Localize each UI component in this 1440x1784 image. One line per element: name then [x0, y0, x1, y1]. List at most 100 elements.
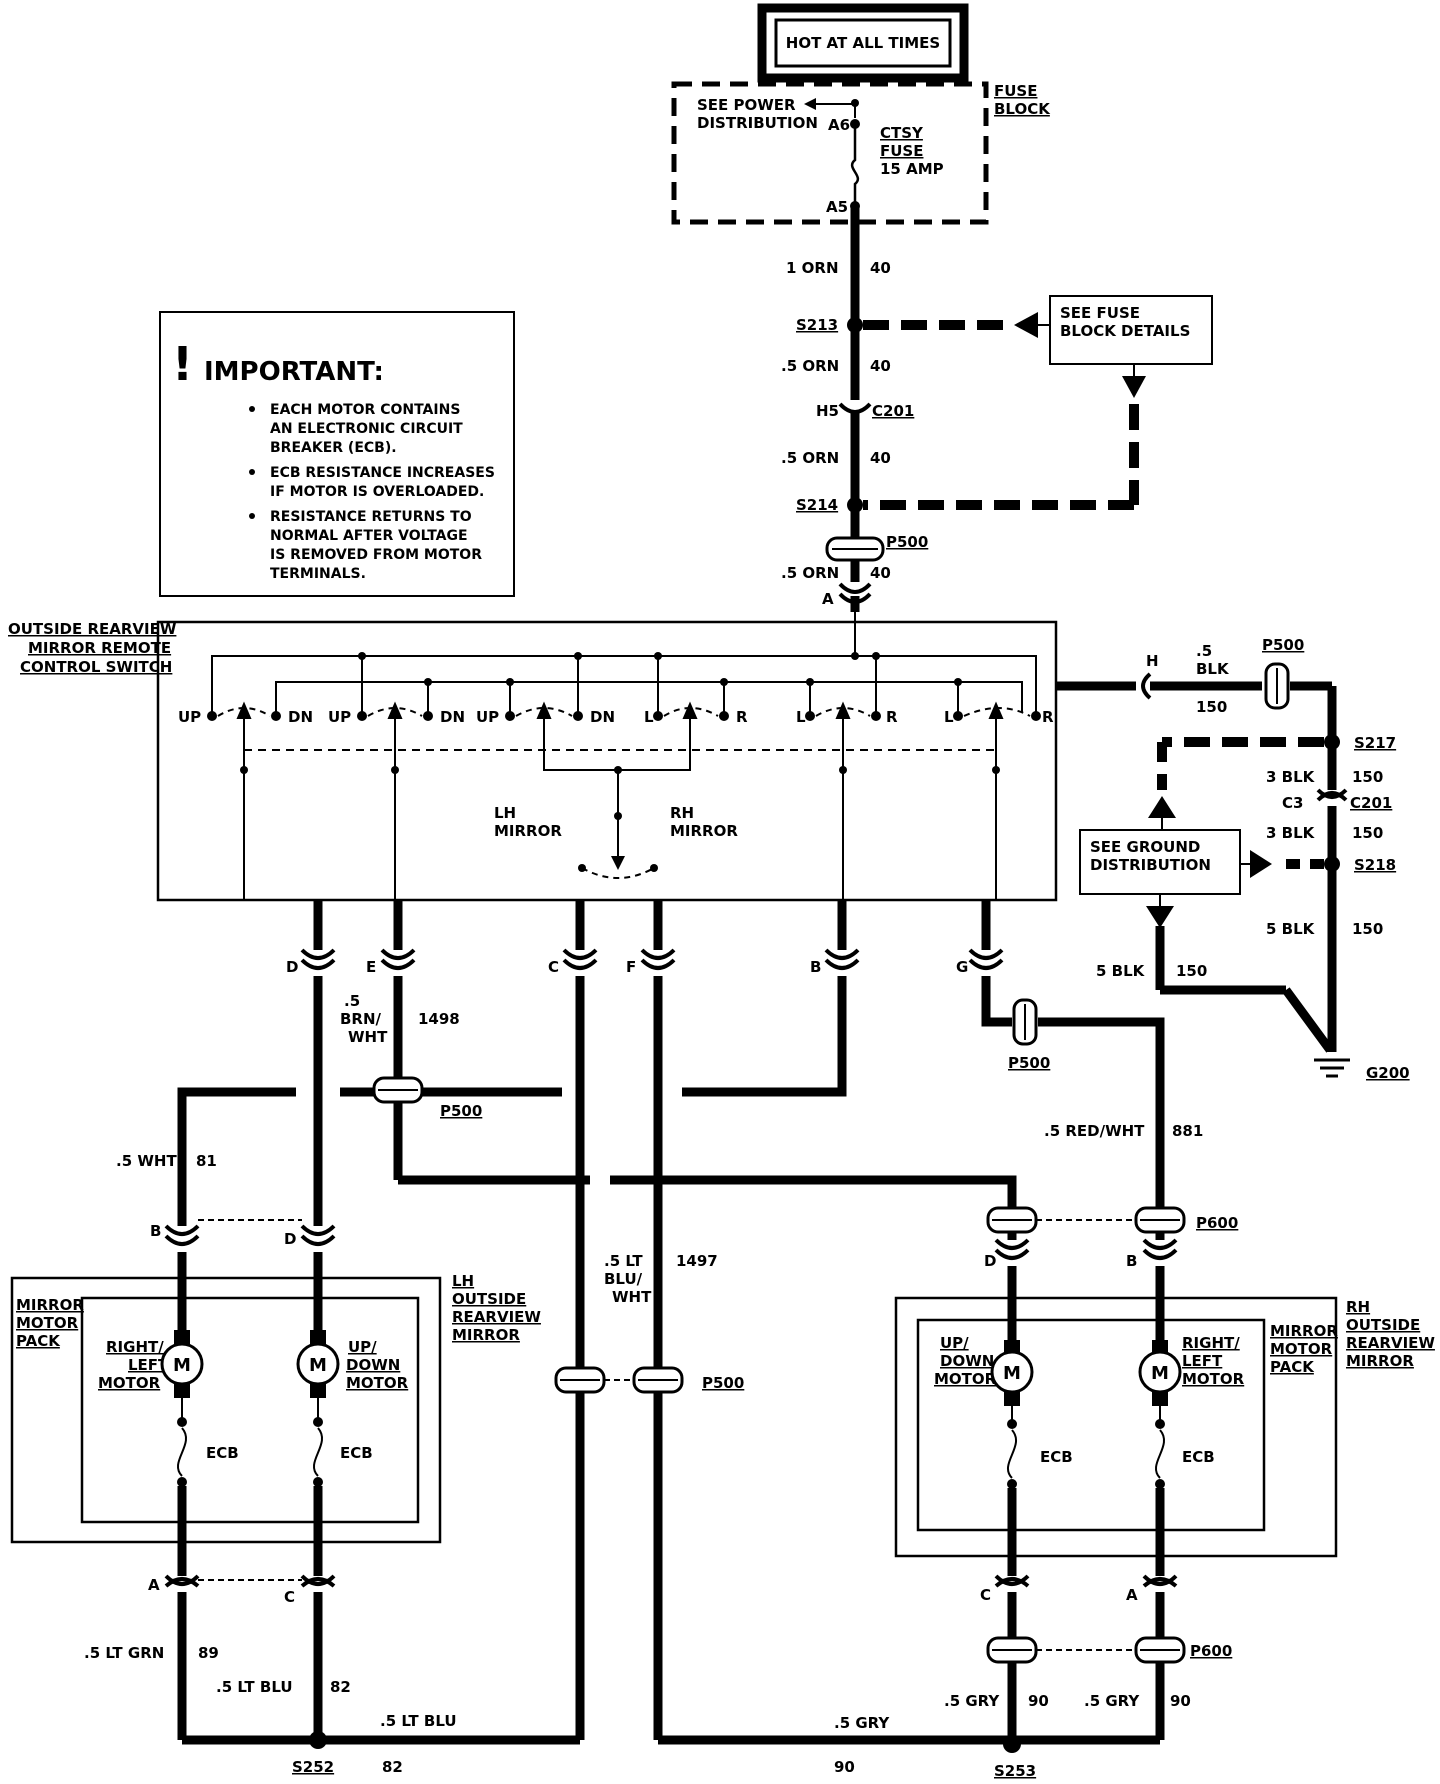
fuse-details-reference: SEE FUSE BLOCK DETAILS — [863, 295, 1213, 510]
remote-control-switch: OUTSIDE REARVIEW MIRROR REMOTE CONTROL S… — [8, 612, 1058, 902]
lh-pack-2: MOTOR — [16, 1314, 79, 1332]
gry-2-circuit: 90 — [1170, 1692, 1191, 1710]
contact-r-2: R — [886, 708, 898, 726]
lh-pin-a: A — [148, 1576, 160, 1594]
fuse-block: FUSE BLOCK SEE POWER DISTRIBUTION A6 A5 … — [671, 81, 1051, 225]
contact-l-1: L — [644, 708, 654, 726]
ecb-icon — [312, 1427, 324, 1477]
p600-top-label: P600 — [1196, 1214, 1238, 1232]
bullet-icon — [249, 469, 255, 475]
bullet-icon — [249, 513, 255, 519]
rh-pack-2: MOTOR — [1270, 1340, 1333, 1358]
feed-w2-gauge: .5 ORN — [781, 357, 839, 375]
ecb-icon — [1154, 1429, 1166, 1479]
important-b1-l1: EACH MOTOR CONTAINS — [270, 402, 460, 418]
splice-s253 — [1003, 1735, 1021, 1753]
motor-icon — [296, 1342, 340, 1386]
p500-e — [372, 1076, 424, 1104]
ground-circuit-150: H .5 BLK 150 P500 S217 3 BLK 150 C3 C201… — [1056, 636, 1410, 1082]
important-b2-l2: IF MOTOR IS OVERLOADED. — [270, 484, 484, 500]
p500-feed-label: P500 — [886, 533, 928, 551]
rh-pack-1: MIRROR — [1270, 1322, 1338, 1340]
fuse-details-2: BLOCK DETAILS — [1060, 322, 1190, 340]
gry-1-circuit: 90 — [1028, 1692, 1049, 1710]
pin-b: B — [810, 958, 821, 976]
rh-motor1-1: UP/ — [940, 1334, 969, 1352]
lh-wht-circuit: 81 — [196, 1152, 217, 1170]
s252-circuit: 82 — [382, 1758, 403, 1776]
bullet-icon — [249, 406, 255, 412]
pin-f: F — [626, 958, 636, 976]
p500-e-label: P500 — [440, 1102, 482, 1120]
ground-conn-c3: C3 — [1282, 794, 1303, 812]
ground-gauge-1b: BLK — [1196, 660, 1230, 678]
rh-title-2: OUTSIDE — [1346, 1316, 1420, 1334]
rh-pin-d: D — [984, 1252, 996, 1270]
contact-up-3: UP — [476, 708, 499, 726]
rh-motor2-3: MOTOR — [1182, 1370, 1245, 1388]
splice-s217-label: S217 — [1354, 734, 1396, 752]
feed-w1-gauge: 1 ORN — [786, 259, 839, 277]
contact-dn-2: DN — [440, 708, 465, 726]
rh-ecb-1: ECB — [1040, 1448, 1073, 1466]
pin-d: D — [286, 958, 298, 976]
lh-motor1-2: LEFT — [128, 1356, 169, 1374]
p500-g — [1012, 998, 1038, 1046]
lt-blu-circuit: 82 — [330, 1678, 351, 1696]
important-b1-l2: AN ELECTRONIC CIRCUIT — [270, 421, 463, 437]
red-wht-gauge: .5 RED/WHT — [1044, 1122, 1145, 1140]
switch-title-3: CONTROL SWITCH — [20, 658, 172, 676]
fuse-amp: 15 AMP — [880, 160, 944, 178]
rh-title-3: REARVIEW — [1346, 1334, 1435, 1352]
contact-l-2: L — [796, 708, 806, 726]
lh-mirror: B D LH OUTSIDE REARVIEW MIRROR MIRROR MO… — [10, 1219, 541, 1745]
lt-grn-circuit: 89 — [198, 1644, 219, 1662]
motor-icon — [160, 1342, 204, 1386]
rh-mirror-2: MIRROR — [670, 822, 738, 840]
p500-g-label: P500 — [1008, 1054, 1050, 1072]
lh-title-3: REARVIEW — [452, 1308, 541, 1326]
rh-pin-c: C — [980, 1586, 991, 1604]
splice-s218-label: S218 — [1354, 856, 1396, 874]
hot-label: HOT AT ALL TIMES — [786, 34, 940, 52]
wire-e-circuit: 1498 — [418, 1010, 460, 1028]
conn-h5: H5 — [816, 402, 839, 420]
switch-title-1: OUTSIDE REARVIEW — [8, 620, 177, 638]
lh-pack-3: PACK — [16, 1332, 61, 1350]
splice-s217 — [1324, 734, 1340, 750]
gry-1-gauge: .5 GRY — [944, 1692, 1000, 1710]
rh-motor2-1: RIGHT/ — [1182, 1334, 1240, 1352]
gry-2-gauge: .5 GRY — [1084, 1692, 1140, 1710]
important-b2-l1: ECB RESISTANCE INCREASES — [270, 465, 495, 481]
ecb-icon — [176, 1427, 188, 1477]
wire-e-gauge-2: BRN/ — [340, 1010, 382, 1028]
p500-mid — [554, 1366, 684, 1394]
fuse-details-1: SEE FUSE — [1060, 304, 1140, 322]
feed-w3-gauge: .5 ORN — [781, 449, 839, 467]
wire-e-gauge-3: WHT — [348, 1028, 388, 1046]
feed-circuit-40: 1 ORN 40 S213 .5 ORN 40 H5 C201 .5 ORN 4… — [781, 206, 928, 612]
splice-s218 — [1324, 856, 1340, 872]
p500-ground — [1264, 662, 1290, 710]
fuse-pin-a5: A5 — [826, 198, 848, 216]
hot-at-all-times-box: HOT AT ALL TIMES — [757, 3, 969, 83]
splice-s253-label: S253 — [994, 1762, 1036, 1780]
fuse-block-title-1: FUSE — [994, 82, 1037, 100]
rh-title-1: RH — [1346, 1298, 1370, 1316]
feed-w3-circuit: 40 — [870, 449, 891, 467]
contact-up-1: UP — [178, 708, 201, 726]
important-b3-l2: NORMAL AFTER VOLTAGE — [270, 528, 468, 544]
lh-title-2: OUTSIDE — [452, 1290, 526, 1308]
switch-box — [156, 620, 1058, 902]
lh-motor1-3: MOTOR — [98, 1374, 161, 1392]
lh-title-4: MIRROR — [452, 1326, 520, 1344]
important-b1-l3: BREAKER (ECB). — [270, 440, 397, 456]
p600-bottom-label: P600 — [1190, 1642, 1232, 1660]
switch-contacts — [207, 652, 1041, 900]
ground-pin-h: H — [1146, 652, 1159, 670]
fuse-name-1: CTSY — [880, 124, 924, 142]
gry-circuit-mid: 90 — [834, 1758, 855, 1776]
important-title: IMPORTANT: — [204, 357, 384, 387]
lt-blu2-gauge: .5 LT BLU — [380, 1712, 457, 1730]
rh-motor1-m: M — [1003, 1363, 1021, 1384]
